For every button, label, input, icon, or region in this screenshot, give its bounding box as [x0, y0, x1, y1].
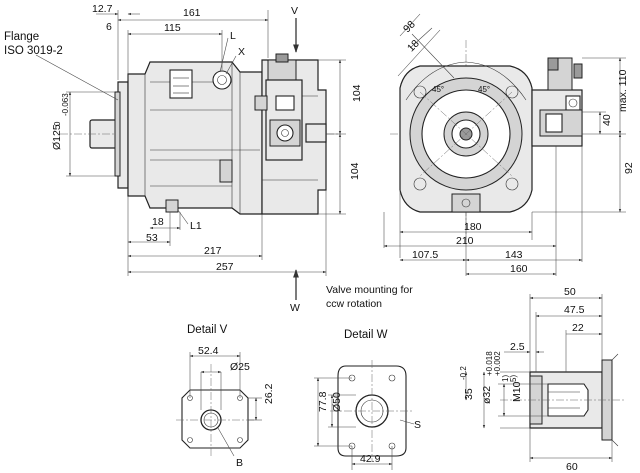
dia-32-tol-upper: +0.018	[485, 351, 494, 376]
dim-210: 210	[456, 235, 474, 247]
detail-w-title: Detail W	[344, 329, 388, 341]
valve-mounting-line-2: ccw rotation	[326, 298, 382, 310]
dim-12-7: 12.7	[92, 3, 113, 15]
label-v: V	[291, 5, 298, 17]
front-view-labels: 98 18 45° 45° max. 110 40 92 180 210 107…	[326, 18, 635, 310]
dim-40: 40	[601, 114, 613, 126]
flange-label: Flange	[4, 31, 39, 43]
dim-77-8: 77.8	[317, 391, 329, 412]
dim-180: 180	[464, 221, 482, 233]
dim-18-front: 18	[405, 38, 422, 55]
dim-92: 92	[623, 162, 635, 174]
dim-60: 60	[566, 461, 578, 473]
tol-upper: 0	[53, 121, 62, 126]
dim-161: 161	[183, 7, 201, 19]
dim-50: 50	[564, 286, 576, 298]
dim-35-tol: -0.2	[459, 366, 468, 380]
dim-18: 18	[152, 216, 164, 228]
valve-mounting-line-1: Valve mounting for	[326, 284, 413, 296]
side-view-labels: Flange ISO 3019-2 12.7 6 161 115 L X V 1…	[4, 3, 363, 314]
label-x: X	[238, 46, 245, 58]
dia-32-tol-lower: +0.002	[493, 351, 502, 376]
dim-53: 53	[146, 232, 158, 244]
dim-47-5: 47.5	[564, 304, 585, 316]
tol-lower: -0.063	[61, 93, 70, 116]
label-s: S	[414, 419, 421, 431]
detail-w	[314, 360, 415, 470]
shaft-detail-labels: 50 47.5 22 2.5 35 -0.2 ø32 +0.018 +0.002…	[459, 286, 585, 473]
dim-115: 115	[164, 22, 181, 34]
dia-50: Ø50	[331, 392, 343, 412]
angle-left: 45°	[432, 85, 444, 94]
detail-v-labels: Detail V 52.4 Ø25 26.2 B	[187, 324, 275, 469]
front-view	[383, 13, 626, 276]
dim-107-5: 107.5	[412, 249, 438, 261]
side-view	[35, 10, 346, 300]
thread-m10: M10	[511, 381, 523, 402]
dim-160: 160	[510, 263, 528, 275]
dim-143: 143	[505, 249, 523, 261]
dia-32: ø32	[481, 386, 493, 404]
flange-std-label: ISO 3019-2	[4, 45, 63, 57]
dim-104-top: 104	[351, 84, 363, 102]
dim-98: 98	[401, 18, 418, 35]
label-b: B	[236, 457, 243, 469]
dim-6: 6	[106, 21, 112, 33]
detail-w-labels: Detail W 77.8 Ø50 42.9 S	[317, 329, 421, 465]
thread-note: 1)	[501, 375, 510, 382]
dim-104-bottom: 104	[349, 162, 361, 180]
detail-v-title: Detail V	[187, 324, 228, 336]
dim-22: 22	[572, 322, 584, 334]
dim-26-2: 26.2	[263, 383, 275, 404]
detail-v	[176, 352, 262, 457]
dim-max110: max. 110	[617, 69, 629, 112]
dim-52-4: 52.4	[198, 345, 219, 357]
label-w: W	[290, 302, 300, 314]
dia-125: Ø125	[51, 124, 63, 150]
dim-217: 217	[204, 245, 222, 257]
shaft-detail	[464, 294, 625, 462]
dim-2-5: 2.5	[510, 341, 525, 353]
label-l: L	[230, 30, 236, 42]
dim-257: 257	[216, 261, 234, 273]
label-l1: L1	[190, 220, 202, 232]
dim-35: 35	[463, 388, 475, 400]
thread-pitch: 5)	[509, 375, 518, 382]
dia-25: Ø25	[230, 361, 250, 373]
dim-42-9: 42.9	[360, 453, 381, 465]
angle-right: 45°	[478, 85, 490, 94]
